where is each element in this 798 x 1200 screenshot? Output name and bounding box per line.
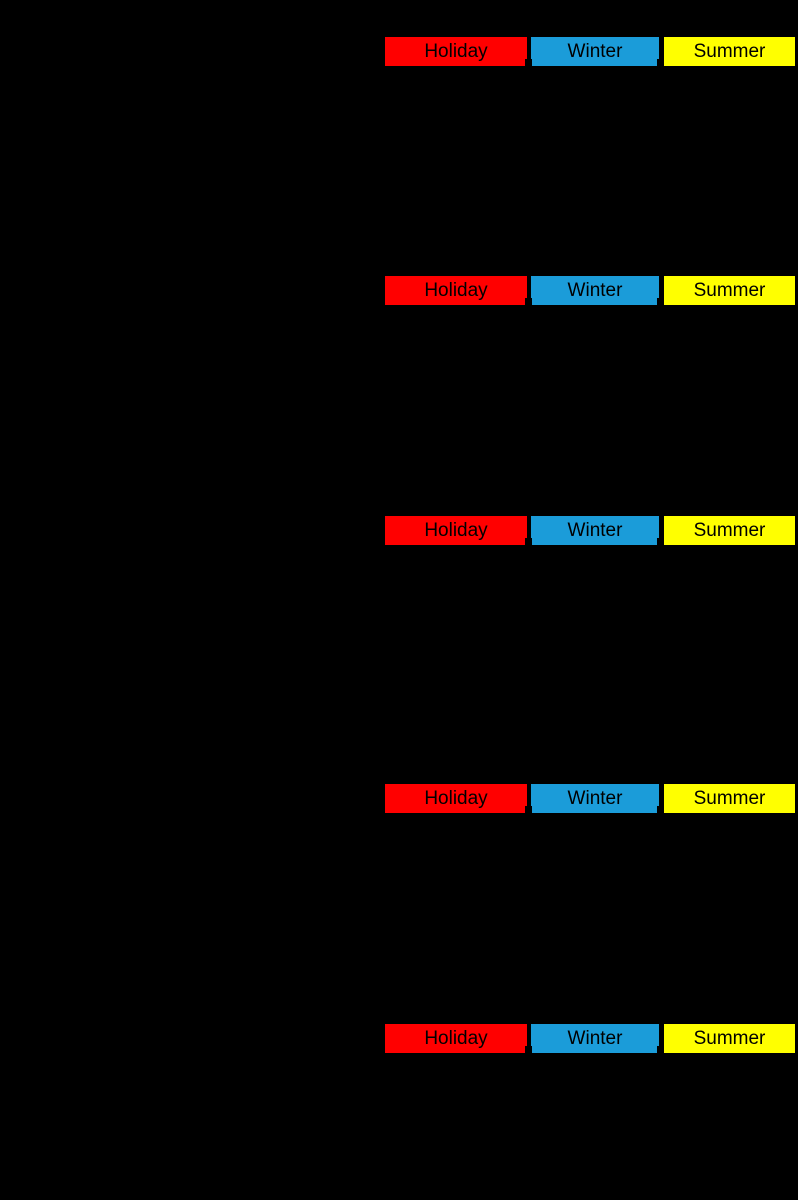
winter-segment: Winter xyxy=(531,784,659,813)
segment-label: Summer xyxy=(693,41,766,62)
segment-label: Summer xyxy=(693,520,766,541)
holiday-segment: Holiday xyxy=(385,276,527,305)
segment-label: Summer xyxy=(693,280,766,301)
boundary-tick xyxy=(657,298,664,307)
winter-segment: Winter xyxy=(531,516,659,545)
segment-label: Holiday xyxy=(424,788,488,809)
boundary-tick xyxy=(657,806,664,815)
segment-label: Summer xyxy=(693,1028,766,1049)
summer-segment: Summer xyxy=(664,37,795,66)
holiday-segment: Holiday xyxy=(385,784,527,813)
boundary-tick xyxy=(525,298,532,307)
summer-segment: Summer xyxy=(664,516,795,545)
segment-label: Winter xyxy=(567,788,623,809)
boundary-tick xyxy=(525,1046,532,1055)
boundary-tick xyxy=(525,806,532,815)
segment-label: Winter xyxy=(567,1028,623,1049)
segment-label: Holiday xyxy=(424,520,488,541)
season-bar-row: Holiday Winter Summer xyxy=(385,516,795,547)
holiday-segment: Holiday xyxy=(385,37,527,66)
season-bar-row: Holiday Winter Summer xyxy=(385,37,795,68)
winter-segment: Winter xyxy=(531,37,659,66)
season-bar-row: Holiday Winter Summer xyxy=(385,1024,795,1055)
season-bar-row: Holiday Winter Summer xyxy=(385,276,795,307)
winter-segment: Winter xyxy=(531,276,659,305)
segment-label: Holiday xyxy=(424,41,488,62)
season-bar-row: Holiday Winter Summer xyxy=(385,784,795,815)
holiday-segment: Holiday xyxy=(385,516,527,545)
summer-segment: Summer xyxy=(664,276,795,305)
winter-segment: Winter xyxy=(531,1024,659,1053)
boundary-tick xyxy=(525,538,532,547)
segment-label: Winter xyxy=(567,41,623,62)
segment-label: Winter xyxy=(567,520,623,541)
segment-label: Summer xyxy=(693,788,766,809)
boundary-tick xyxy=(657,1046,664,1055)
boundary-tick xyxy=(657,59,664,68)
summer-segment: Summer xyxy=(664,784,795,813)
boundary-tick xyxy=(657,538,664,547)
boundary-tick xyxy=(525,59,532,68)
segment-label: Winter xyxy=(567,280,623,301)
segment-label: Holiday xyxy=(424,280,488,301)
summer-segment: Summer xyxy=(664,1024,795,1053)
holiday-segment: Holiday xyxy=(385,1024,527,1053)
segment-label: Holiday xyxy=(424,1028,488,1049)
